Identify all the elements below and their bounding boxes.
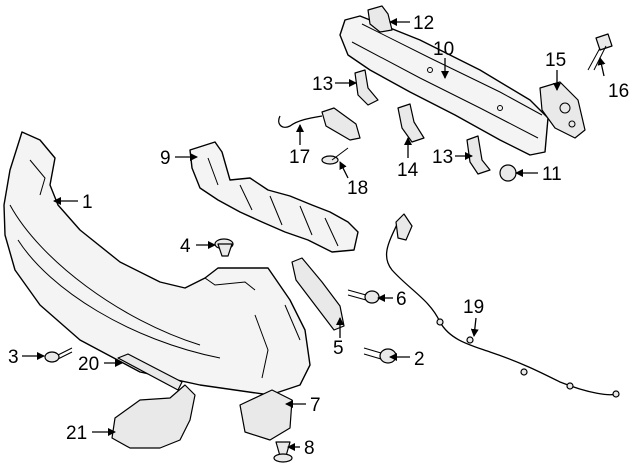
- bracket-13-left: [354, 69, 379, 106]
- callout-8: 8: [304, 438, 315, 459]
- clip-18: [321, 147, 349, 165]
- callout-4: 4: [180, 236, 191, 257]
- bolt-16: [587, 33, 613, 71]
- reflector-20: [117, 353, 183, 391]
- callout-11: 11: [542, 164, 562, 185]
- callout-1: 1: [82, 192, 93, 213]
- bumper-cover: [3, 131, 311, 396]
- callout-6: 6: [396, 289, 407, 310]
- callout-16: 16: [608, 81, 629, 102]
- callout-numbers: 1 2 3 4 5 6 7 8 9 10 11 12 13 13 14 15 1…: [8, 13, 629, 459]
- reinforcement-beam: [339, 15, 549, 156]
- energy-absorber: [189, 141, 359, 253]
- callout-12: 12: [413, 13, 434, 34]
- sensor-harness: [385, 213, 620, 398]
- screw-2: [363, 347, 397, 364]
- callout-19: 19: [463, 297, 484, 318]
- callout-14: 14: [397, 160, 419, 181]
- bracket-plate: [539, 81, 586, 139]
- callout-9: 9: [160, 148, 171, 169]
- bracket-13-right: [466, 135, 491, 175]
- clip-8: [273, 441, 293, 463]
- side-bracket-5: [291, 257, 345, 331]
- callout-2: 2: [414, 349, 425, 370]
- callout-21: 21: [66, 423, 87, 444]
- callout-10: 10: [433, 39, 454, 60]
- callout-13-left: 13: [312, 74, 333, 95]
- screw-3: [44, 347, 73, 363]
- bracket-7: [239, 389, 293, 441]
- bracket-12: [367, 5, 393, 33]
- callout-20: 20: [78, 354, 99, 375]
- callout-3: 3: [8, 347, 19, 368]
- harness-bracket: [278, 107, 361, 141]
- callout-17: 17: [289, 147, 310, 168]
- callout-18: 18: [347, 178, 368, 199]
- callout-15: 15: [545, 50, 566, 71]
- callout-13-right: 13: [432, 147, 453, 168]
- undercover-21: [111, 384, 196, 449]
- bracket-14: [397, 103, 425, 143]
- retainer-4: [214, 238, 234, 257]
- nut-11: [499, 164, 517, 182]
- leader-lines: [22, 18, 606, 451]
- callout-5: 5: [333, 338, 344, 359]
- callout-7: 7: [310, 395, 321, 416]
- screw-6: [347, 289, 380, 304]
